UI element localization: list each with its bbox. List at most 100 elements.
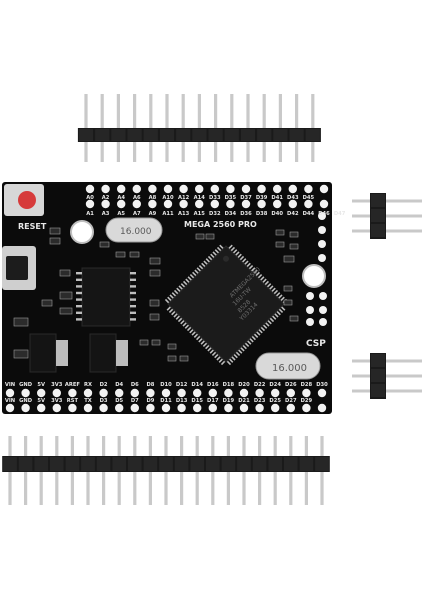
pin-hole bbox=[148, 184, 157, 194]
pin-hole bbox=[179, 199, 188, 209]
header-cell bbox=[257, 129, 272, 141]
pin-label: D21 bbox=[238, 398, 250, 404]
pin-hole bbox=[318, 226, 326, 234]
smd-part bbox=[115, 251, 126, 258]
pin-hole bbox=[193, 403, 202, 413]
pin-hole bbox=[132, 184, 141, 194]
pin-hole bbox=[302, 403, 311, 413]
right-pin-header-upper bbox=[352, 193, 422, 239]
pin-hole bbox=[52, 403, 61, 413]
pin-label: A15 bbox=[194, 211, 206, 217]
pin-label: D6 bbox=[131, 382, 139, 388]
pin-hole bbox=[319, 318, 327, 326]
pin-label: A0 bbox=[86, 195, 94, 201]
regulator-tab-2 bbox=[116, 340, 128, 366]
pin-label: A14 bbox=[194, 195, 206, 201]
header-cell bbox=[371, 384, 385, 397]
header-cell bbox=[268, 457, 282, 471]
pin-label: D20 bbox=[238, 382, 250, 388]
pin-label: VIN bbox=[5, 398, 15, 404]
pin-label: GND bbox=[19, 398, 33, 404]
pin-label: GND bbox=[19, 382, 33, 388]
crystal-top-label: 16.000 bbox=[120, 227, 152, 237]
pin-label: RST bbox=[67, 398, 79, 404]
pin-label: D39 bbox=[256, 195, 268, 201]
pin-label: D30 bbox=[316, 382, 328, 388]
smd-part bbox=[59, 307, 73, 315]
pin-label: A5 bbox=[117, 211, 125, 217]
pin-hole bbox=[195, 199, 204, 209]
pin-hole bbox=[68, 388, 77, 398]
pin-label: D40 bbox=[271, 211, 283, 217]
pin-hole bbox=[210, 184, 219, 194]
pin-hole bbox=[318, 212, 326, 220]
pin-label: D44 bbox=[303, 211, 315, 217]
pin-label: D23 bbox=[254, 398, 266, 404]
header-cell bbox=[284, 457, 298, 471]
header-cell bbox=[206, 457, 220, 471]
header-cell bbox=[299, 457, 314, 471]
smd-part bbox=[149, 257, 161, 265]
pin-label: A7 bbox=[133, 211, 141, 217]
pin-hole bbox=[161, 403, 171, 413]
header-cell bbox=[127, 129, 142, 141]
smd-part bbox=[289, 243, 299, 250]
pin-label: D2 bbox=[100, 382, 108, 388]
smd-part bbox=[205, 233, 215, 240]
bottom-pin-header bbox=[2, 436, 330, 505]
pin-hole bbox=[208, 388, 217, 398]
pin-label: D3 bbox=[100, 398, 108, 404]
pin-hole bbox=[317, 403, 327, 413]
pin-label: D18 bbox=[223, 382, 235, 388]
pin-label: D17 bbox=[207, 398, 219, 404]
pin-hole bbox=[99, 388, 108, 398]
smd-part bbox=[59, 291, 73, 300]
pin-label: 3V3 bbox=[51, 398, 63, 404]
header-cell bbox=[65, 457, 80, 471]
pin-hole bbox=[99, 403, 108, 413]
pin-hole bbox=[224, 388, 233, 398]
pin-label: A11 bbox=[162, 211, 174, 217]
pin-hole bbox=[21, 388, 30, 398]
pin-hole bbox=[101, 199, 110, 209]
pin1-marker bbox=[222, 255, 229, 262]
pin-label: 5V bbox=[37, 398, 45, 404]
pin-label: D10 bbox=[160, 382, 172, 388]
pin-hole bbox=[319, 199, 329, 209]
pin-hole bbox=[286, 403, 295, 413]
smd-part bbox=[99, 241, 110, 248]
pin-hole bbox=[257, 199, 266, 209]
smd-part bbox=[179, 355, 189, 362]
pin-label: A8 bbox=[149, 195, 157, 201]
header-cell bbox=[174, 457, 189, 471]
pin-hole bbox=[146, 388, 155, 398]
csp-label: CSP bbox=[306, 339, 326, 349]
voltage-regulator-1 bbox=[29, 333, 57, 373]
crystal-oscillator-top bbox=[105, 217, 163, 243]
smd-part bbox=[275, 229, 285, 236]
pin-label: D27 bbox=[285, 398, 297, 404]
pin-hole bbox=[317, 388, 327, 398]
pin-hole bbox=[5, 388, 15, 398]
smd-part bbox=[283, 255, 295, 263]
pin-label: RX bbox=[84, 382, 92, 388]
mounting-hole-right bbox=[302, 264, 326, 288]
pin-hole bbox=[226, 199, 235, 209]
pin-hole bbox=[302, 388, 311, 398]
header-cell bbox=[371, 209, 385, 222]
header-cell bbox=[81, 457, 95, 471]
header-cell bbox=[289, 129, 304, 141]
pin-hole bbox=[239, 388, 249, 398]
pin-hole bbox=[271, 403, 280, 413]
pin-label: D13 bbox=[176, 398, 188, 404]
pin-hole bbox=[83, 403, 93, 413]
smd-part bbox=[167, 343, 177, 350]
pin-hole bbox=[101, 184, 110, 194]
header-cell bbox=[371, 354, 385, 367]
header-pin bbox=[352, 214, 422, 218]
pin-hole bbox=[306, 318, 314, 326]
pin-hole bbox=[241, 184, 251, 194]
